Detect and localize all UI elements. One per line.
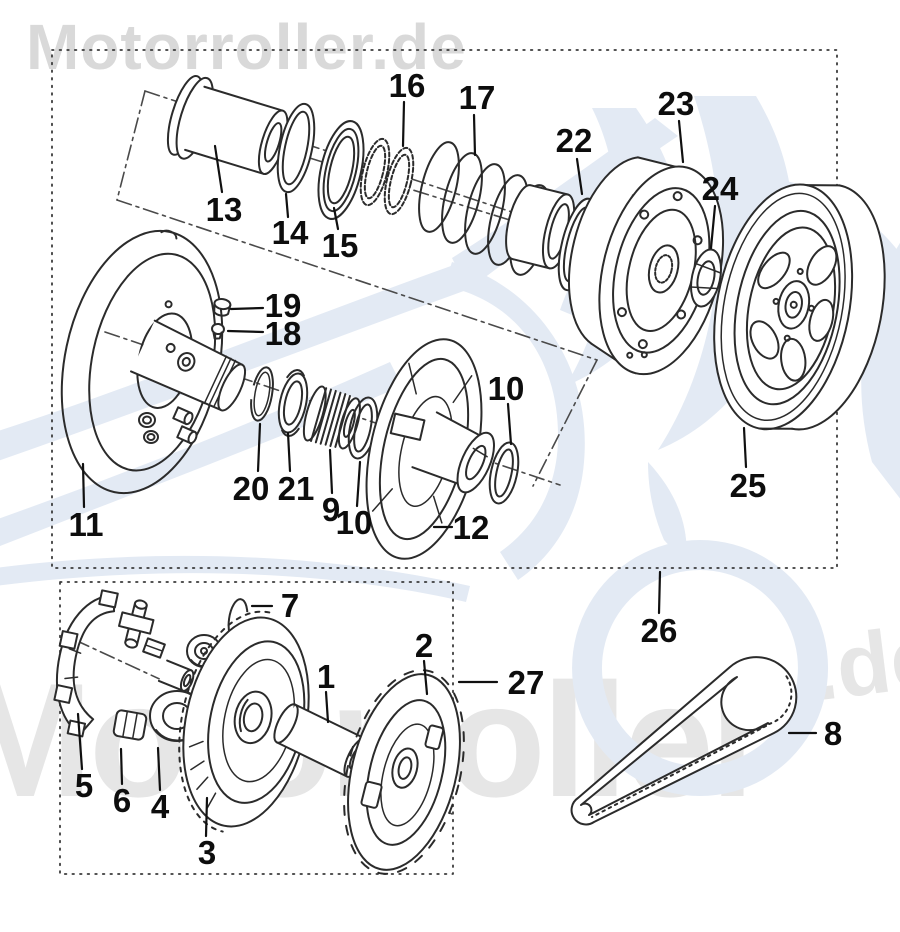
part-19-guide-pin [213,297,232,317]
part-24-lock-nut [690,248,722,308]
leader-lines [76,100,818,838]
leader-13 [213,144,224,194]
leader-10-left [355,460,362,508]
leader-11 [81,462,86,509]
driven-hub-shaft [130,319,247,412]
small-hardware-bits [138,406,198,445]
part-15-seal-ring [317,120,365,220]
bushing-small-cylinder [157,659,195,692]
part-6-slider-guide [112,709,148,741]
leader-22 [575,157,584,196]
part-14-o-ring [276,102,316,194]
part-16-shim-rings [359,137,415,216]
leader-15 [332,206,340,231]
part-20-wave-washer [247,366,274,422]
part-5-ramp-plate [53,589,119,738]
upper-box-right-edge [532,359,598,487]
leader-1 [324,690,330,724]
part-23-clutch-shoe-assembly [568,156,725,376]
upper-box-bottom-edge [116,199,598,361]
part-18-pin [211,322,225,340]
part-25-clutch-bell-drum [713,183,886,433]
leader-25 [742,426,748,469]
leader-2 [422,659,429,696]
upper-assembly-boundary [51,49,838,569]
leader-17 [472,113,477,157]
slider-block [142,637,166,659]
leader-6 [119,747,124,786]
leader-4 [156,746,162,792]
part-3-variator-pulley-half [178,610,310,833]
leader-9 [328,448,334,495]
leader-18 [226,329,265,334]
leader-19 [229,306,265,311]
leader-3 [204,796,209,838]
leader-24 [709,204,717,250]
leader-16 [401,100,406,148]
leader-10-right [506,402,513,446]
watermark-brand-top: Motorroller.de [26,11,467,83]
leader-14 [284,192,290,219]
leader-5 [76,712,84,771]
leader-21 [286,431,292,473]
upper-box-left-edge [116,90,146,201]
leader-26 [657,570,662,615]
leader-20 [256,422,262,473]
spring-seat-cross-piece [118,599,155,649]
part-12-hub [411,411,495,494]
part-13-spacer-bushing [166,74,289,176]
part-8-v-belt [570,656,798,826]
part-21-bearing-ring [277,369,309,437]
part-2-fan-pulley-half [343,669,465,875]
leader-23 [677,119,685,164]
part-9-needle-bearing-cage [302,385,361,450]
